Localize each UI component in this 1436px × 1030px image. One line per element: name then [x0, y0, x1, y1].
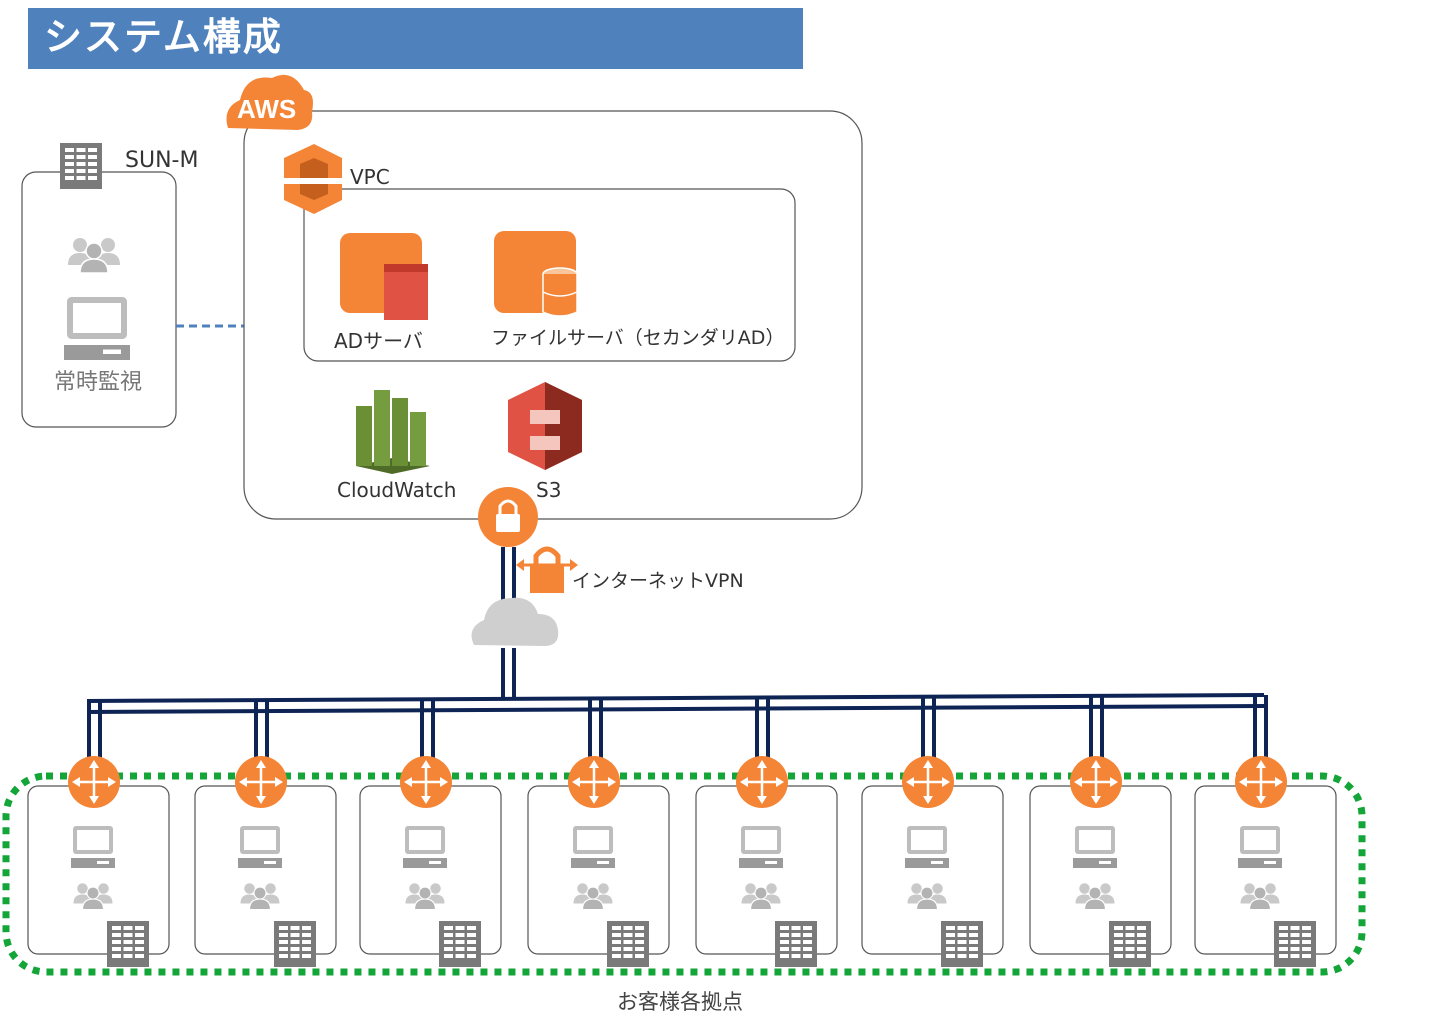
server-rack-icon	[607, 921, 649, 967]
desktop-icon	[1073, 826, 1117, 868]
server-rack-icon	[1109, 921, 1151, 967]
customer-sites-boundary	[2, 772, 1366, 976]
aws-cloud-icon	[226, 74, 313, 130]
ad-server-label: ADサーバ	[334, 329, 423, 353]
server-rack-icon	[775, 921, 817, 967]
desktop-icon	[71, 826, 115, 868]
desktop-icon	[1238, 826, 1282, 868]
customer-site	[1194, 754, 1337, 967]
server-rack-icon	[274, 921, 316, 967]
customer-site	[861, 754, 1004, 967]
sites-label: お客様各拠点	[617, 990, 743, 1014]
router-icon	[233, 754, 289, 810]
vpc-label: VPC	[350, 165, 390, 189]
customer-site	[527, 754, 670, 967]
router-icon	[734, 754, 790, 810]
ec2-instance-icon	[340, 233, 428, 320]
customer-site	[194, 754, 337, 967]
server-rack-icon	[60, 143, 102, 189]
vpc-icon	[284, 144, 342, 214]
vpn-label: インターネットVPN	[572, 570, 744, 592]
s3-icon	[508, 382, 582, 470]
server-rack-icon	[1274, 921, 1316, 967]
desktop-icon	[238, 826, 282, 868]
aws-badge-label: AWS	[237, 94, 296, 124]
cloudwatch-icon	[356, 390, 430, 474]
router-icon	[566, 754, 622, 810]
router-icon	[1233, 754, 1289, 810]
desktop-icon	[64, 297, 130, 360]
desktop-icon	[403, 826, 447, 868]
cloudwatch-label: CloudWatch	[337, 478, 457, 502]
customer-site	[695, 754, 838, 967]
desktop-icon	[571, 826, 615, 868]
desktop-icon	[739, 826, 783, 868]
desktop-icon	[905, 826, 949, 868]
router-icon	[66, 754, 122, 810]
monitor-label: 常時監視	[54, 370, 143, 395]
page-title: システム構成	[28, 8, 803, 69]
storage-instance-icon	[494, 231, 578, 317]
internet-cloud-icon	[471, 597, 559, 646]
router-icon	[900, 754, 956, 810]
router-icon	[1068, 754, 1124, 810]
customer-site	[1029, 754, 1172, 967]
customer-site	[359, 754, 502, 967]
s3-label: S3	[536, 478, 562, 502]
customer-site	[27, 754, 170, 967]
network-bus	[86, 693, 1265, 714]
vpn-padlock-icon	[516, 546, 578, 593]
sunm-label: SUN-M	[125, 148, 199, 173]
site-group	[27, 754, 1337, 967]
server-rack-icon	[941, 921, 983, 967]
router-drops	[87, 695, 1268, 760]
file-server-label: ファイルサーバ（セカンダリAD）	[491, 327, 785, 349]
router-icon	[398, 754, 454, 810]
server-rack-icon	[107, 921, 149, 967]
server-rack-icon	[439, 921, 481, 967]
vpn-gateway-lock-icon	[478, 487, 538, 547]
